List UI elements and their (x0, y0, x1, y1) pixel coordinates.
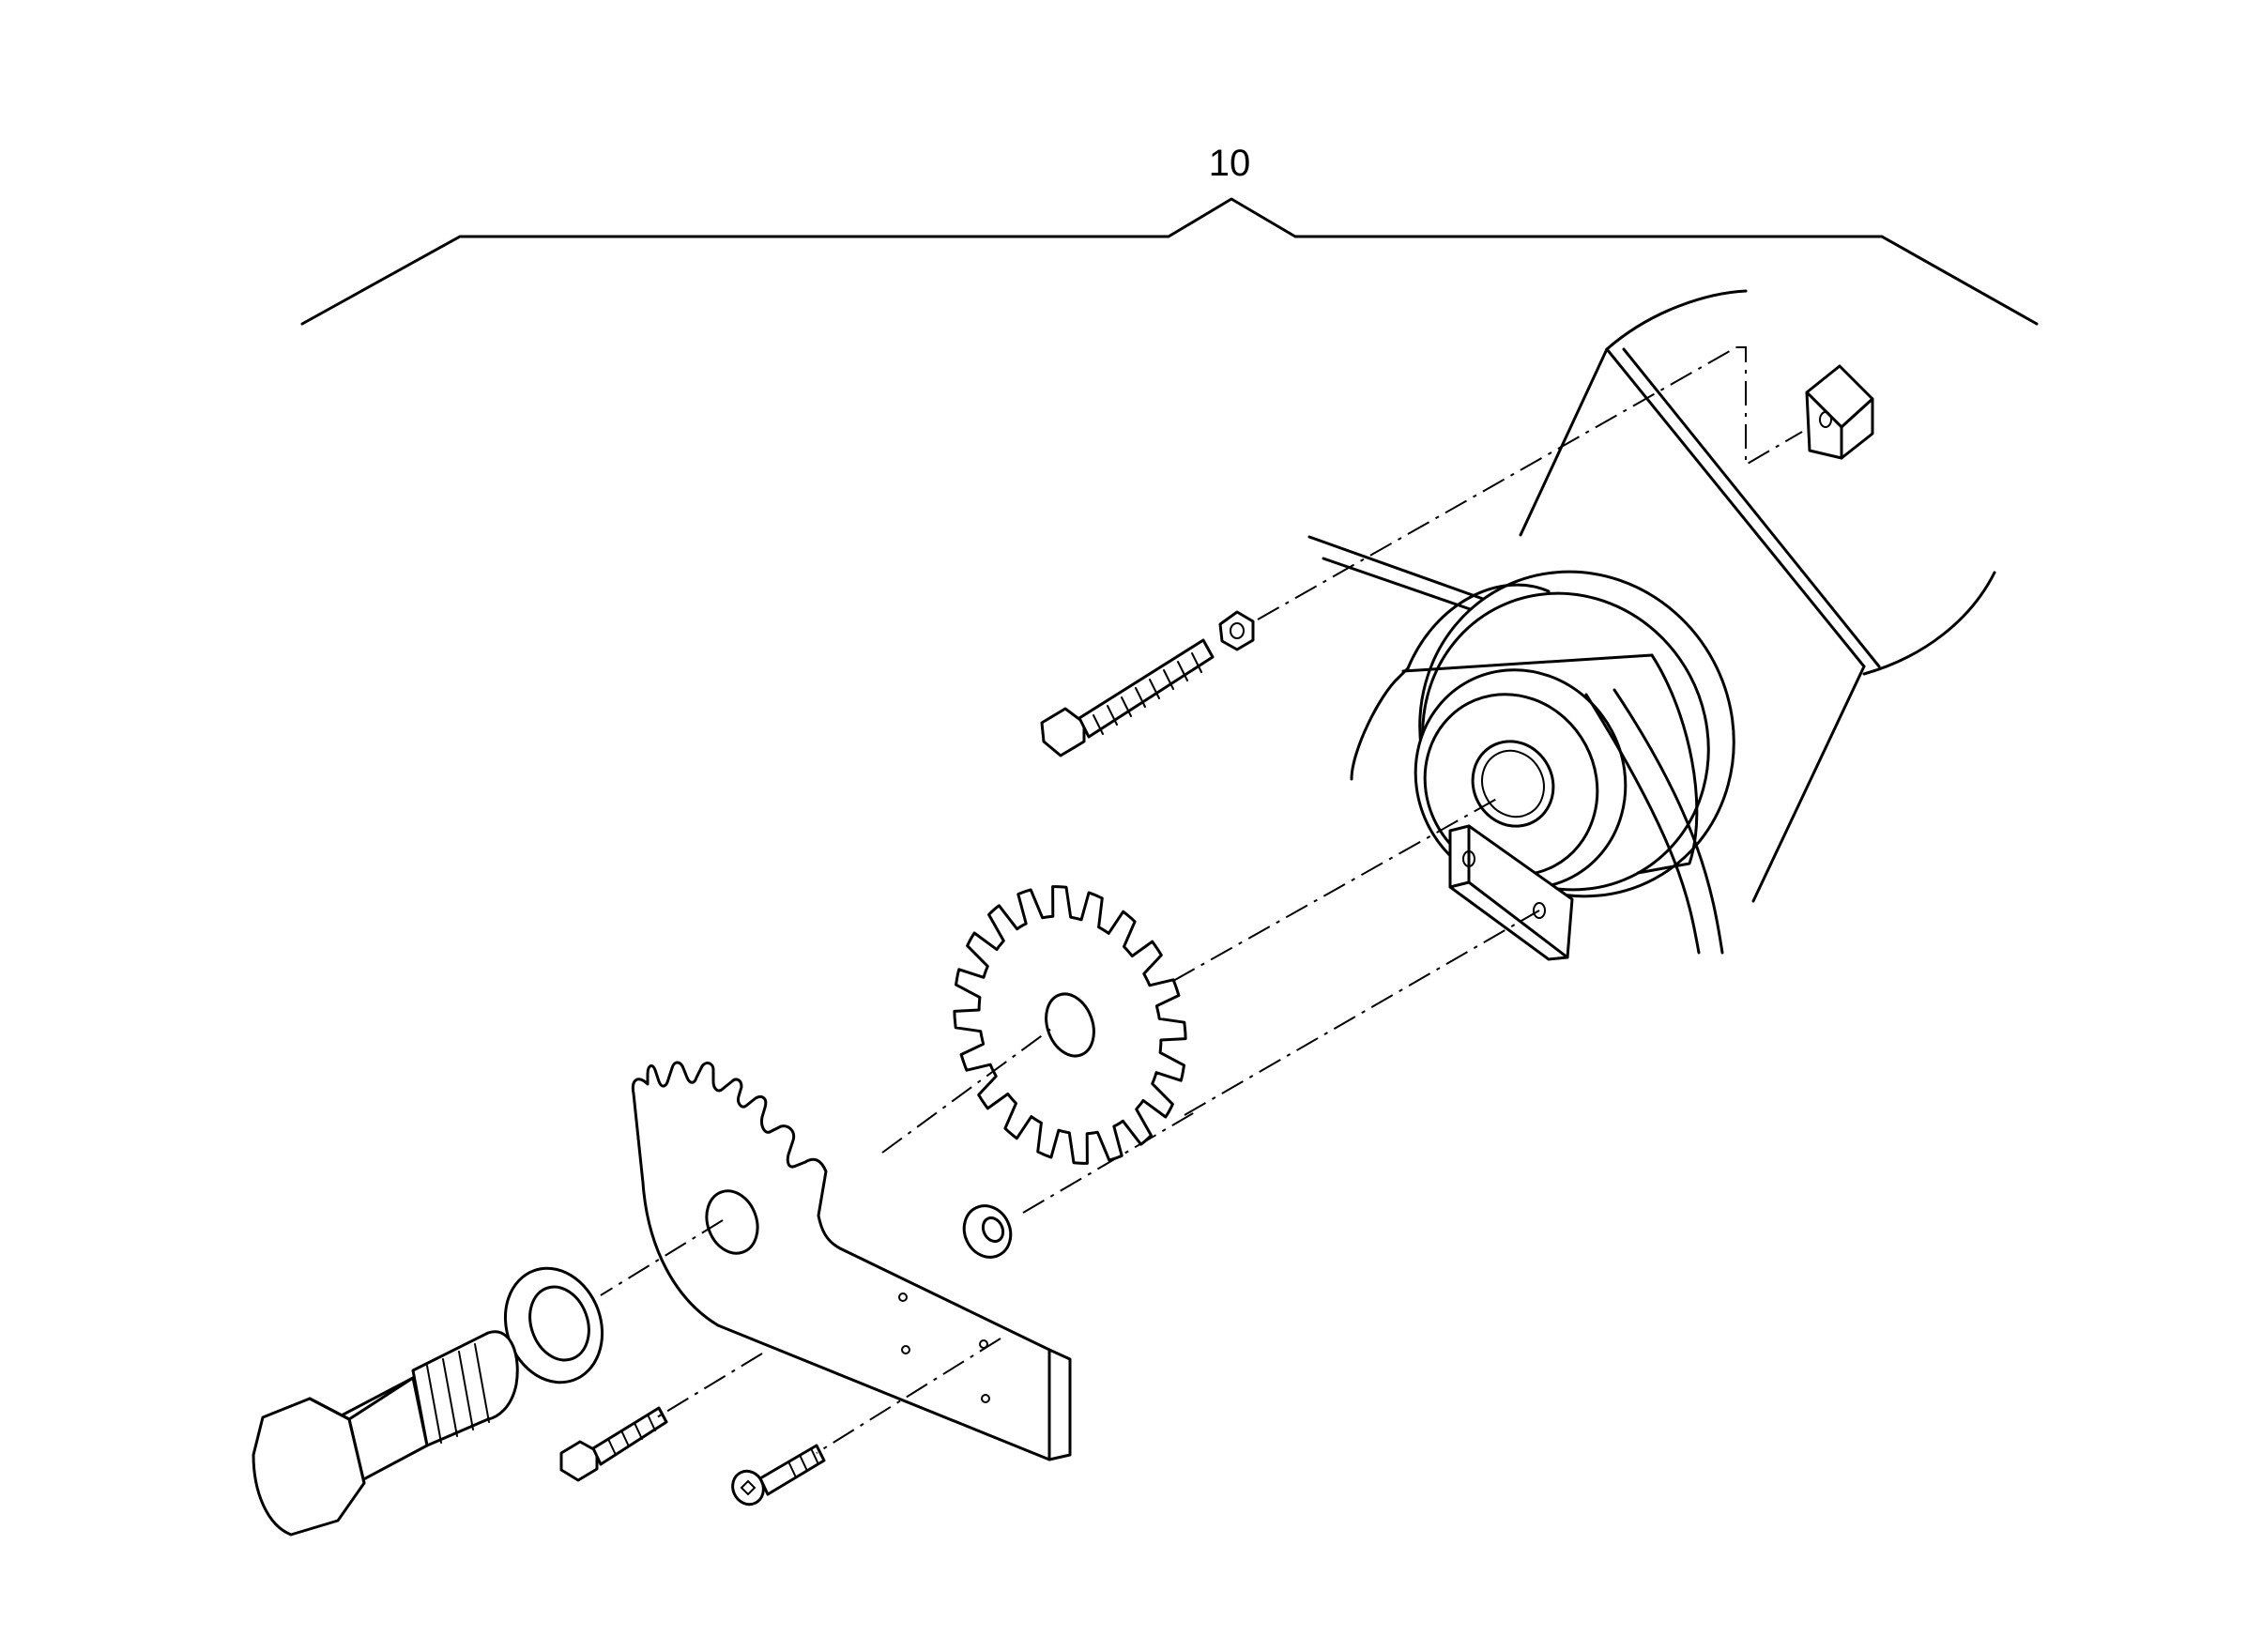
notched-bracket (631, 1061, 1072, 1461)
short-bolt (559, 1406, 668, 1482)
callout-label: 10 (1209, 143, 1251, 184)
large-washer (503, 1266, 604, 1384)
long-bolt (1040, 638, 1215, 757)
large-hex-bolt (252, 1330, 519, 1537)
serrated-disc (953, 885, 1187, 1165)
small-washer (962, 1204, 1013, 1259)
callout-bracket: 10 (300, 143, 2039, 326)
square-nut (1805, 364, 1874, 460)
assembly-centerlines (600, 346, 1803, 1454)
hex-nut-small (1218, 610, 1255, 651)
spacer-plate (1448, 824, 1574, 961)
housing-with-pulley (1307, 289, 1996, 955)
socket-head-screw (731, 1444, 826, 1507)
